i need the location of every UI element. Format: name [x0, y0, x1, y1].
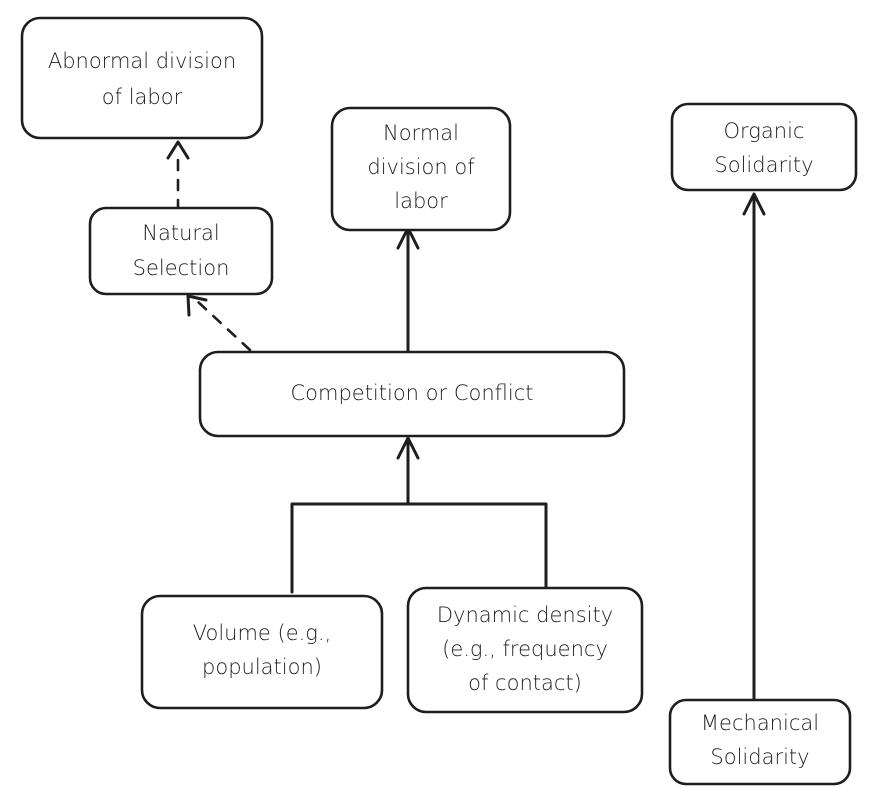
- node-abnormal-division-of-labor: Abnormal division of labor: [20, 16, 264, 140]
- node-dynamic-line-2: (e.g., frequency: [442, 637, 608, 661]
- edges: [166, 140, 766, 702]
- node-abnormal-line-1: Abnormal division: [48, 49, 236, 73]
- node-competition-or-conflict: Competition or Conflict: [198, 350, 626, 438]
- node-competition-line-1: Competition or Conflict: [290, 381, 533, 405]
- node-organic-solidarity: Organic Solidarity: [670, 102, 858, 192]
- node-normal-line-1: Normal: [383, 121, 459, 145]
- node-natural-selection: Natural Selection: [88, 206, 274, 296]
- node-organic-line-2: Solidarity: [714, 153, 813, 177]
- node-mechanical-line-2: Solidarity: [710, 745, 809, 769]
- arrowhead-abnormal: [166, 140, 190, 160]
- node-organic-line-1: Organic: [724, 119, 805, 143]
- node-volume-line-1: Volume (e.g.,: [193, 621, 332, 645]
- edge-dynamic-to-merge: [406, 502, 548, 590]
- node-mechanical-line-1: Mechanical: [701, 711, 819, 735]
- node-normal-division-of-labor: Normal division of labor: [330, 106, 512, 232]
- arrowhead-organic: [742, 192, 766, 216]
- edge-competition-to-natural: [194, 298, 252, 352]
- node-volume-line-2: population): [202, 655, 322, 679]
- edge-volume-to-merge: [290, 502, 410, 594]
- node-abnormal-line-2: of labor: [102, 85, 183, 109]
- node-volume: Volume (e.g., population): [140, 594, 384, 710]
- node-mechanical-solidarity: Mechanical Solidarity: [668, 698, 852, 786]
- node-normal-line-3: labor: [394, 189, 448, 213]
- node-dynamic-line-1: Dynamic density: [437, 603, 613, 627]
- arrowhead-natural: [186, 294, 208, 317]
- node-dynamic-line-3: of contact): [468, 671, 582, 695]
- node-natural-line-2: Selection: [133, 256, 230, 280]
- arrowhead-competition: [396, 436, 420, 460]
- node-normal-line-2: division of: [367, 155, 475, 179]
- node-dynamic-density: Dynamic density (e.g., frequency of cont…: [406, 586, 644, 714]
- node-natural-line-1: Natural: [142, 221, 219, 245]
